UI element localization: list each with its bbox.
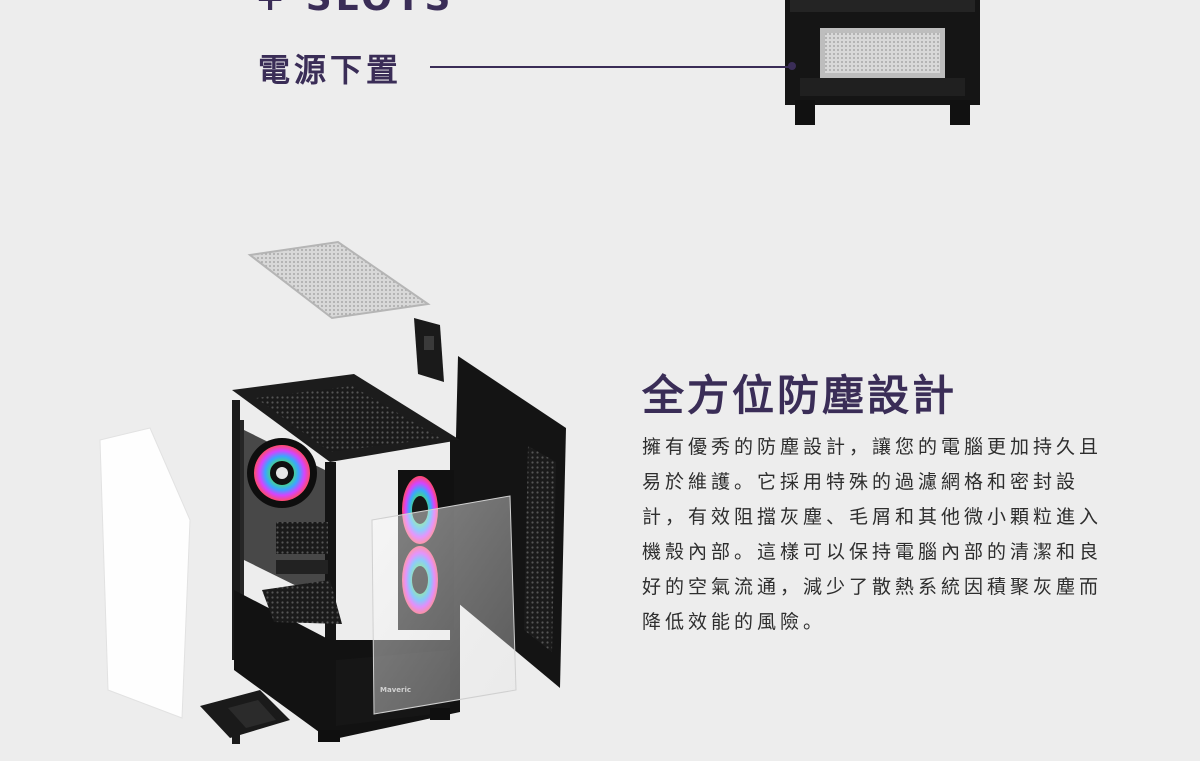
psu-bottom-mount-label: 電源下置 <box>258 51 403 89</box>
feature-description: 擁有優秀的防塵設計，讓您的電腦更加持久且易於維護。它採用特殊的過濾網格和密封設計… <box>642 436 1103 633</box>
bracket-part <box>414 318 444 382</box>
callout-line <box>430 66 795 68</box>
top-dust-filter <box>247 240 431 320</box>
glass-side-panel-left <box>99 427 191 719</box>
callout-dot <box>788 62 796 70</box>
case-psu-view <box>785 0 980 125</box>
psu-bracket <box>200 690 290 744</box>
glass-front-panel <box>371 495 517 715</box>
feature-title: 全方位防塵設計 <box>642 371 958 420</box>
section-heading-partial: + SLOTS <box>255 0 454 19</box>
